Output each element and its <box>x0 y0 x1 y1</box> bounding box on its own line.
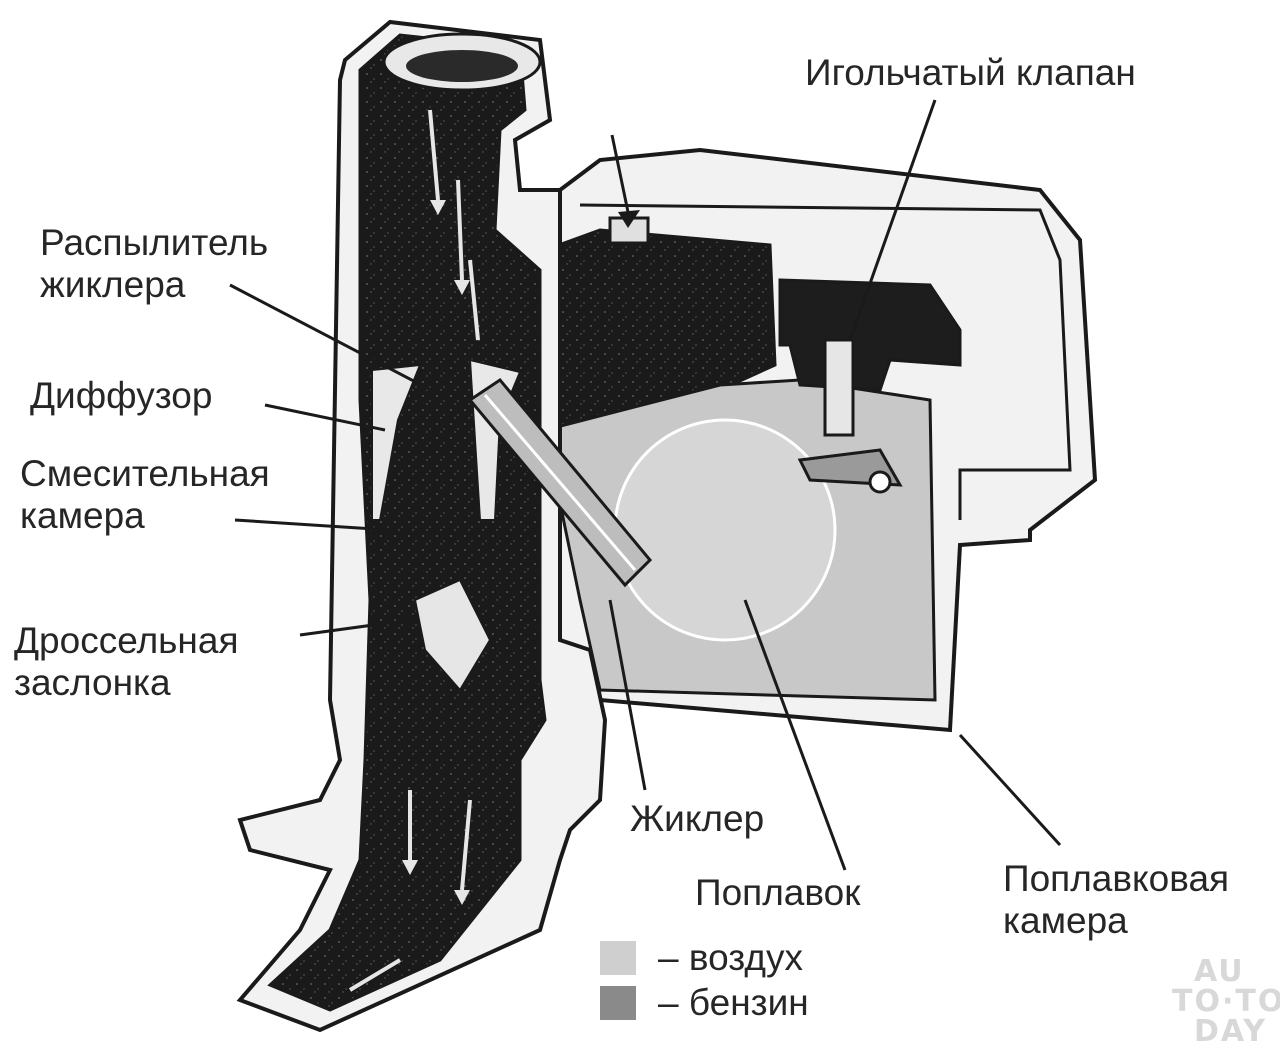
label-float: Поплавок <box>695 872 861 913</box>
legend-air-swatch <box>600 941 636 975</box>
legend-fuel-text: – бензин <box>658 982 809 1023</box>
legend-fuel: – бензин <box>600 982 809 1023</box>
watermark-logo: AU TO·TO DAY <box>1172 954 1280 1050</box>
float-shape <box>613 418 837 642</box>
leader-lines <box>229 99 1062 871</box>
legend-fuel-swatch <box>600 986 636 1020</box>
watermark-line2: TO·TO <box>1172 984 1280 1019</box>
label-needle-valve: Игольчатый клапан <box>805 52 1136 93</box>
air-flow-arrows <box>348 109 480 992</box>
label-jet: Жиклер <box>630 798 765 839</box>
watermark-line1: AU <box>1194 954 1245 989</box>
legend-air: – воздух <box>600 937 804 978</box>
air-tube-interior <box>267 33 547 1012</box>
label-diffuser: Диффузор <box>30 375 213 416</box>
watermark-line3: DAY <box>1194 1014 1267 1049</box>
throttle-plate <box>413 578 492 692</box>
legend-air-text: – воздух <box>658 937 804 978</box>
